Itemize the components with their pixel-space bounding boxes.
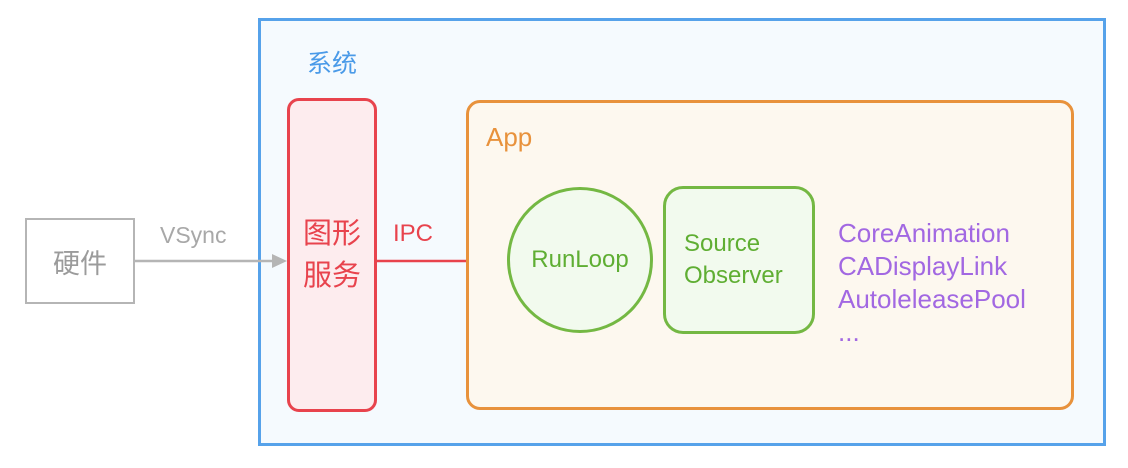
source-observer-line1: Source (684, 229, 761, 257)
graphics-service-line2: 服务 (302, 260, 361, 292)
hardware-box: 硬件 (25, 218, 135, 304)
vsync-arrow (135, 254, 287, 268)
app-notes-list: CoreAnimation CADisplayLink AutoleleaseP… (838, 217, 1026, 349)
graphics-service-box: 图形 服务 (287, 98, 377, 412)
runloop-circle: RunLoop (507, 187, 653, 333)
hardware-label: 硬件 (53, 248, 107, 279)
vsync-label: VSync (160, 222, 227, 248)
app-note-cadisplaylink: CADisplayLink (838, 251, 1008, 282)
source-observer-label: Source Observer (684, 228, 783, 293)
app-note-autoreleasepool: AutoleleasePool (838, 284, 1026, 315)
app-note-ellipsis: ... (838, 317, 860, 348)
graphics-service-line1: 图形 (302, 217, 361, 250)
source-observer-box: Source Observer (663, 186, 815, 334)
ipc-label: IPC (393, 220, 434, 247)
source-observer-line2: Observer (684, 262, 783, 289)
graphics-service-label: 图形 服务 (303, 213, 361, 297)
system-label: 系统 (307, 50, 358, 78)
app-note-coreanimation: CoreAnimation (838, 218, 1010, 248)
app-label: App (486, 122, 533, 152)
runloop-label: RunLoop (531, 246, 629, 273)
